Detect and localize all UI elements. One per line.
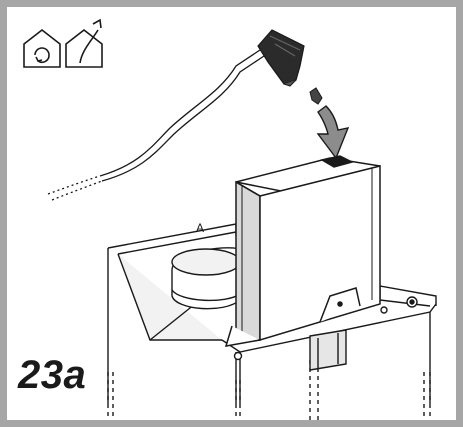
figure-number: 23a	[18, 353, 87, 397]
exhaust-duct	[171, 247, 241, 310]
recirculation-mode-icon	[23, 28, 61, 68]
part-letter-a: A	[196, 221, 204, 235]
insert-arrow	[316, 105, 350, 160]
power-cable	[47, 49, 265, 201]
connector-pin	[309, 87, 323, 105]
extraction-mode-icon	[65, 18, 103, 68]
hood-body	[107, 223, 437, 420]
control-box	[224, 155, 381, 347]
part-letter-marker: A	[196, 221, 204, 235]
power-plug	[257, 29, 305, 87]
